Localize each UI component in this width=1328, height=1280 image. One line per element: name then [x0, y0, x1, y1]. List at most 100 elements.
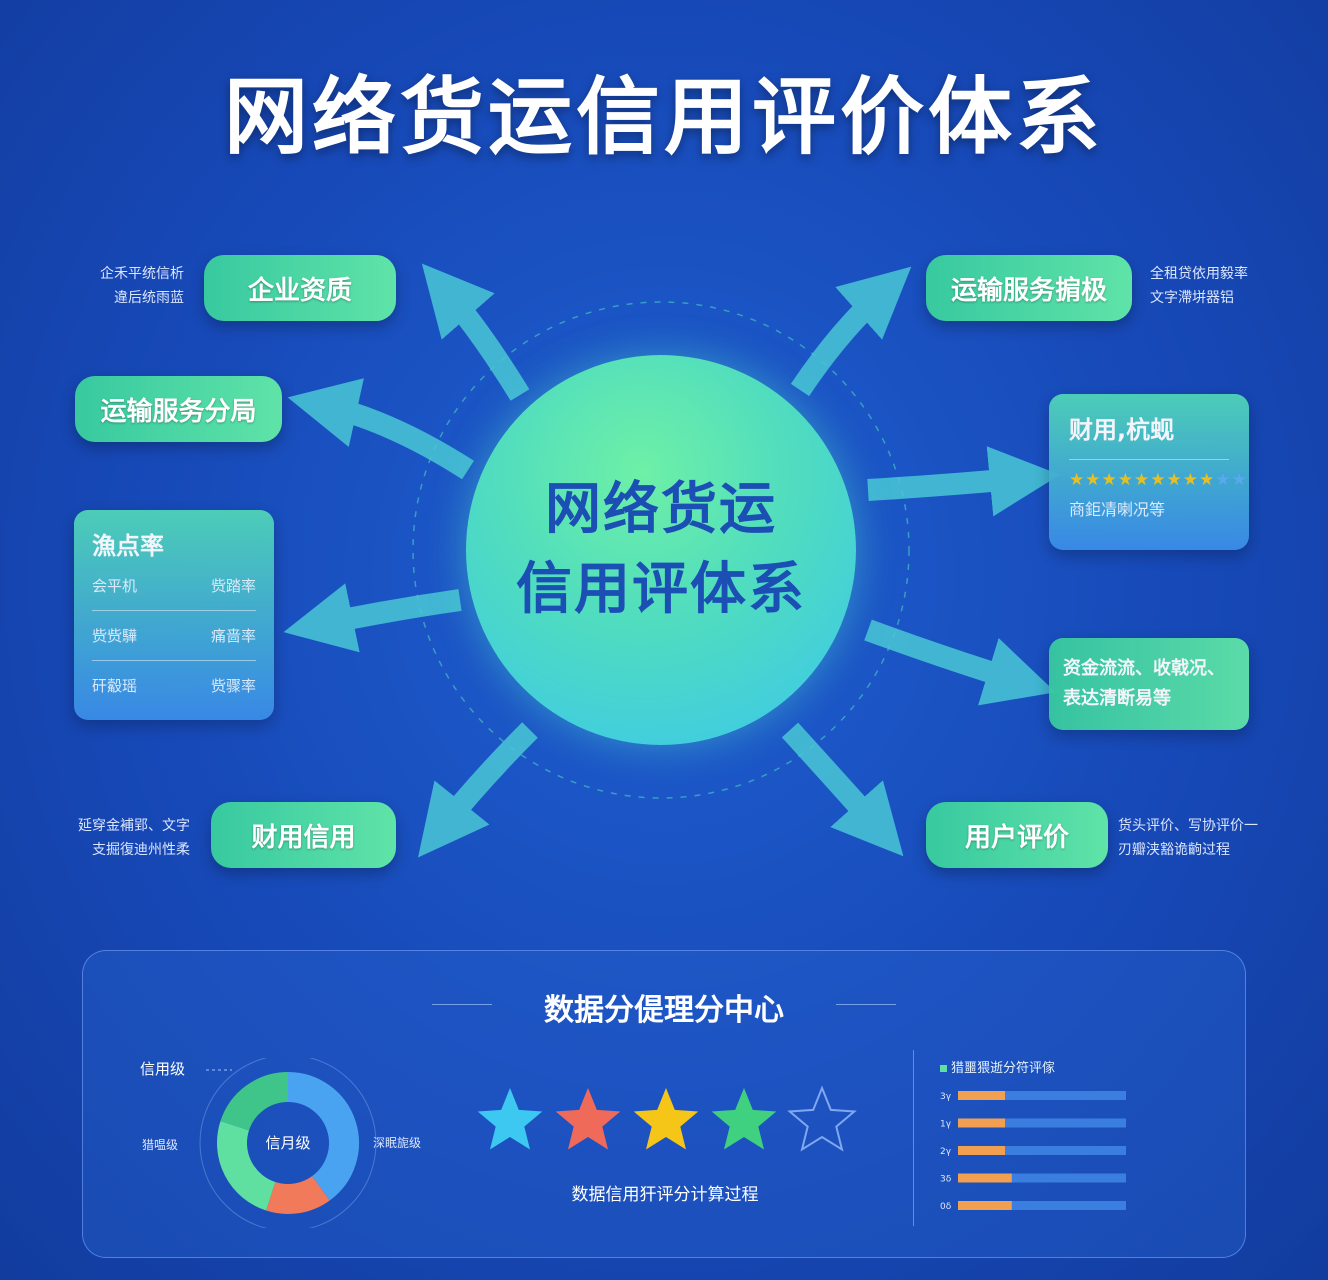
stars-caption: 数据信用犴评分计算过程	[571, 1185, 759, 1205]
fund-flow-card[interactable]: 资金流流、收戟况、 表达清断易等	[1049, 638, 1249, 730]
node-transport-service[interactable]: 运输服务分局	[75, 376, 282, 442]
note-top-left: 企禾平统信析 違后统雨蓝	[60, 262, 184, 310]
node-enterprise-qualification[interactable]: 企业资质	[204, 255, 396, 321]
note-bottom-right: 货头评价、写协评价一 刃瓣浃豁诡齣过程	[1118, 814, 1308, 862]
right-card-divider	[1069, 459, 1229, 460]
arrow-bottom-right	[781, 722, 904, 857]
note-bottom-right-line1: 货头评价、写协评价一	[1118, 818, 1258, 834]
left-card-row: 会平机 赀踏率	[92, 575, 256, 596]
left-card-divider	[92, 660, 256, 661]
left-card-title: 漁点率	[92, 532, 164, 560]
node-financial-credit[interactable]: 财用信用	[211, 802, 396, 868]
page-title: 网络货运信用评价体系	[223, 68, 1104, 166]
left-card-row-left: 赀赀驊	[92, 627, 138, 645]
panel-title-rule-left	[432, 1004, 492, 1005]
bar-fill	[958, 1091, 1006, 1100]
rating-star-icon: ★	[1117, 470, 1134, 490]
rating-star-icon: ★	[1182, 470, 1199, 490]
donut-segment	[287, 1072, 359, 1201]
bar-track	[958, 1091, 1126, 1100]
arrow-bottom-left	[418, 722, 538, 858]
rating-star-icon: ★	[1134, 470, 1151, 490]
bar-track	[958, 1146, 1126, 1155]
node-transport-service-assessment[interactable]: 运输服务掮极	[926, 255, 1132, 321]
rating-star-icon	[787, 1085, 857, 1152]
bar-label: 3δ	[940, 1175, 952, 1185]
note-bottom-left: 延穿金補郢、文字 支掘復迪州性柔	[40, 814, 190, 862]
left-card-divider	[92, 610, 256, 611]
bar-fill	[958, 1118, 1006, 1128]
bar-track	[958, 1118, 1126, 1128]
fund-flow-line1: 资金流流、收戟况、	[1063, 658, 1225, 679]
arrow-right-upper	[867, 446, 1061, 517]
donut-segments	[217, 1072, 359, 1214]
center-circle: 网络货运 信用评体系	[466, 355, 856, 745]
rating-star-icon: ★	[1215, 470, 1232, 490]
left-card-row-left: 会平机	[92, 577, 138, 595]
rating-star-icon	[633, 1088, 699, 1150]
donut-chart: 信月级	[199, 1058, 377, 1228]
rating-star-icon	[555, 1088, 621, 1150]
left-card-row: 矸觳瑶 赀骤率	[92, 675, 256, 696]
bar-fill	[958, 1201, 1012, 1210]
arrow-right-lower	[864, 619, 1056, 706]
bars-divider	[913, 1050, 914, 1226]
right-card-title: 财用,杭蚬	[1069, 416, 1175, 444]
rating-star-icon	[477, 1088, 543, 1150]
note-bottom-right-line2: 刃瓣浃豁诡齣过程	[1118, 842, 1230, 858]
rating-star-icon: ★	[1101, 470, 1118, 490]
bars-title-text: 猎噩猥逝分符评傢	[951, 1061, 1056, 1076]
orbit-ring	[412, 301, 910, 799]
rating-star-icon	[711, 1088, 777, 1150]
note-top-right: 全租贷依用毅率 文字滯垪器铝	[1150, 262, 1290, 310]
center-line-1: 网络货运	[545, 477, 777, 542]
donut-outer-ring	[199, 1058, 377, 1228]
panel-title: 数据分偍理分中心	[544, 993, 784, 1028]
bar-label: 1γ	[940, 1120, 952, 1130]
bars-title-marker	[940, 1065, 947, 1072]
bars-title: 猎噩猥逝分符评傢	[940, 1057, 1055, 1076]
bar-track	[958, 1173, 1126, 1183]
rating-star-icon: ★	[1199, 470, 1216, 490]
rating-star-icon: ★	[1085, 470, 1102, 490]
arrow-mid-left	[287, 378, 474, 480]
donut-label-left: 猎嗢级	[142, 1138, 179, 1152]
right-card-caption: 商鉅凊喇况等	[1069, 500, 1166, 519]
note-top-right-line2: 文字滯垪器铝	[1150, 290, 1234, 306]
panel-title-rule-right	[836, 1004, 896, 1005]
rating-stars: ★★★★★★★★★★★	[1069, 470, 1247, 490]
donut-segment	[266, 1175, 330, 1214]
left-card-row: 赀赀驊 痛啬率	[92, 625, 256, 646]
bar-track	[958, 1201, 1126, 1210]
arrow-top-left	[421, 263, 530, 401]
center-line-2: 信用评体系	[516, 557, 806, 622]
left-card-row-left: 矸觳瑶	[92, 677, 138, 695]
bar-chart: 3γ 1γ 2γ 3δ 0δ	[940, 1091, 1126, 1212]
arrow-left	[283, 583, 462, 653]
donut-label-top: 信用级	[140, 1060, 186, 1078]
right-rating-card[interactable]: 财用,杭蚬 ★★★★★★★★★★★ 商鉅凊喇况等	[1049, 394, 1249, 550]
rating-star-icon: ★	[1231, 470, 1248, 490]
bar-fill	[958, 1146, 1006, 1155]
fund-flow-line2: 表达清断易等	[1063, 688, 1171, 709]
rating-star-icon: ★	[1150, 470, 1167, 490]
bar-label: 0δ	[940, 1202, 952, 1212]
note-top-left-line2: 違后统雨蓝	[114, 290, 184, 306]
note-top-right-line1: 全租贷依用毅率	[1150, 266, 1248, 282]
rating-star-icon: ★	[1069, 470, 1086, 490]
note-top-left-line1: 企禾平统信析	[100, 266, 184, 282]
bar-label: 2γ	[940, 1147, 952, 1157]
donut-center-text: 信月级	[265, 1134, 310, 1152]
bar-fill	[958, 1173, 1012, 1183]
note-bottom-left-line1: 延穿金補郢、文字	[78, 818, 190, 834]
left-card-row-right: 痛啬率	[210, 627, 256, 645]
left-card[interactable]: 漁点率 会平机 赀踏率 赀赀驊 痛啬率 矸觳瑶 赀骤率	[74, 510, 274, 720]
donut-label-right: 深眠旎级	[373, 1136, 422, 1150]
donut-segment	[217, 1121, 276, 1211]
bar-label: 3γ	[940, 1092, 952, 1102]
node-user-review[interactable]: 用户评价	[926, 802, 1108, 868]
arrow-top-right	[790, 266, 912, 397]
left-card-row-right: 赀踏率	[210, 577, 256, 595]
big-stars	[477, 1085, 857, 1152]
